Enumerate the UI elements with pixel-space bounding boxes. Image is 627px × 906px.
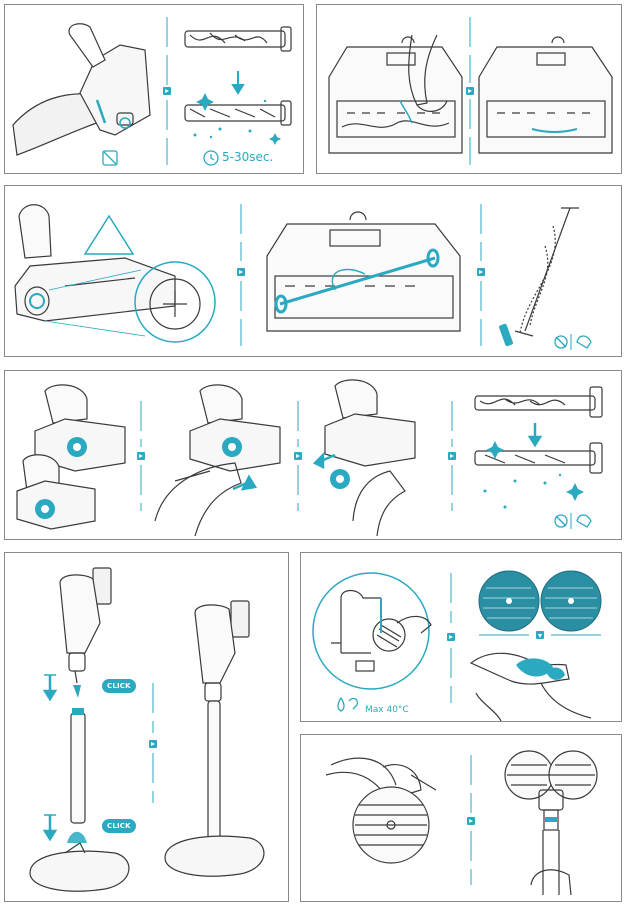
- next-step-arrow-icon: [466, 87, 474, 95]
- sparkle-icon: [483, 441, 584, 509]
- timer-icon: [203, 150, 219, 166]
- hand-icon: [576, 335, 592, 349]
- panel-mini-brush-cleaning-illustration: [16, 379, 603, 537]
- panel-roller-cleaning-illustration: [12, 17, 292, 166]
- cleaning-time-label: 5-30sec.: [222, 150, 274, 164]
- next-step-arrow-icon: [294, 452, 302, 460]
- sparkle-icon: [193, 93, 281, 145]
- panel-roller-removal: [4, 185, 622, 357]
- no-water-icon: [554, 335, 568, 349]
- next-step-arrow-icon: [536, 631, 544, 639]
- panel-mini-brush-cleaning: [4, 370, 622, 540]
- click-badge-top: CLICK: [102, 679, 136, 693]
- click-badge-bottom: CLICK: [102, 819, 136, 833]
- next-step-arrow-icon: [477, 268, 485, 276]
- panel-roller-cleaning: 5-30sec.: [4, 4, 304, 174]
- no-water-icon: [554, 514, 568, 528]
- panel-roller-removal-illustration: [14, 204, 592, 350]
- panel-mop-pad-washing-illustration: [312, 570, 602, 722]
- panel-mop-pad-attaching-illustration: [325, 750, 598, 896]
- next-step-arrow-icon: [137, 452, 145, 460]
- panel-mop-assembly: CLICK CLICK: [4, 552, 289, 902]
- panel-mop-assembly-illustration: [29, 567, 265, 892]
- no-wash-icon: [102, 150, 118, 166]
- next-step-arrow-icon: [149, 740, 157, 748]
- hand-icon: [576, 514, 592, 528]
- next-step-arrow-icon: [448, 452, 456, 460]
- water-temperature-label: Max 40°C: [365, 705, 409, 715]
- next-step-arrow-icon: [163, 87, 171, 95]
- panel-hair-removal-illustration: [328, 17, 613, 165]
- panel-mop-pad-attaching: [300, 734, 622, 902]
- next-step-arrow-icon: [467, 817, 475, 825]
- next-step-arrow-icon: [237, 268, 245, 276]
- next-step-arrow-icon: [447, 633, 455, 641]
- water-drops-icon: [337, 696, 359, 712]
- panel-hair-removal: [316, 4, 622, 174]
- panel-mop-pad-washing: Max 40°C: [300, 552, 622, 722]
